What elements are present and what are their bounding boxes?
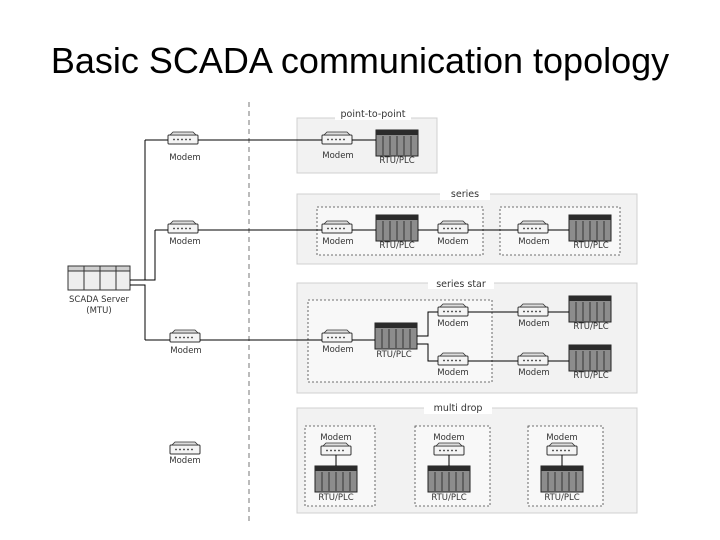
star-rtu-a-label: RTU/PLC xyxy=(573,322,608,332)
series-rtu-1 xyxy=(375,214,419,242)
multidrop-group-title: multi drop xyxy=(434,403,483,414)
p2p-rtu xyxy=(375,129,419,157)
md-modem-3-label: Modem xyxy=(546,433,577,443)
star-modem-a-label: Modem xyxy=(437,319,468,329)
server-sublabel: (MTU) xyxy=(86,306,111,316)
p2p-modem-label: Modem xyxy=(322,151,353,161)
left-modem-3 xyxy=(169,329,201,343)
left-modem-4 xyxy=(169,441,201,455)
p2p-modem xyxy=(321,131,353,145)
star-rtu-main-label: RTU/PLC xyxy=(376,350,411,360)
md-rtu-3-label: RTU/PLC xyxy=(544,493,579,503)
star-modem-b xyxy=(437,352,469,366)
left-modem-4-label: Modem xyxy=(169,456,200,466)
md-modem-2 xyxy=(433,442,465,456)
series-rtu-1-label: RTU/PLC xyxy=(379,241,414,251)
star-branch-b xyxy=(417,343,438,362)
star-modem-d-label: Modem xyxy=(518,368,549,378)
server-bus-lower xyxy=(130,284,146,340)
star-branch-a xyxy=(417,311,438,337)
md-rtu-2-label: RTU/PLC xyxy=(431,493,466,503)
series-rtu-2 xyxy=(568,214,612,242)
series-modem-3-label: Modem xyxy=(518,237,549,247)
series-modem-1 xyxy=(321,220,353,234)
server-bus-upper xyxy=(130,140,146,281)
series-modem-2-label: Modem xyxy=(437,237,468,247)
p2p-group-title: point-to-point xyxy=(340,109,405,120)
series-modem-2 xyxy=(437,220,469,234)
server-label: SCADA Server xyxy=(69,295,129,305)
scada-server xyxy=(67,265,131,291)
star-modem-main-label: Modem xyxy=(322,345,353,355)
series-rtu-2-label: RTU/PLC xyxy=(573,241,608,251)
star-rtu-a xyxy=(568,295,612,323)
p2p-rtu-label: RTU/PLC xyxy=(379,156,414,166)
star-modem-c xyxy=(517,303,549,317)
md-rtu-1 xyxy=(314,465,358,493)
series-modem-1-label: Modem xyxy=(322,237,353,247)
star-group-title: series star xyxy=(436,279,486,290)
md-rtu-2 xyxy=(427,465,471,493)
slide-title: Basic SCADA communication topology xyxy=(50,40,670,81)
left-modem-1-label: Modem xyxy=(169,153,200,163)
left-modem-1 xyxy=(167,131,199,145)
star-modem-b-label: Modem xyxy=(437,368,468,378)
md-modem-2-label: Modem xyxy=(433,433,464,443)
md-modem-3 xyxy=(546,442,578,456)
md-modem-1-label: Modem xyxy=(320,433,351,443)
left-modem-2-label: Modem xyxy=(169,237,200,247)
star-modem-a xyxy=(437,303,469,317)
md-modem-1 xyxy=(320,442,352,456)
star-rtu-main xyxy=(374,322,418,350)
star-rtu-b xyxy=(568,344,612,372)
star-modem-main xyxy=(321,329,353,343)
left-modem-3-label: Modem xyxy=(170,346,201,356)
star-modem-d xyxy=(517,352,549,366)
star-rtu-b-label: RTU/PLC xyxy=(573,371,608,381)
series-group-title: series xyxy=(451,189,479,200)
star-modem-c-label: Modem xyxy=(518,319,549,329)
md-rtu-1-label: RTU/PLC xyxy=(318,493,353,503)
series-modem-3 xyxy=(517,220,549,234)
server-bus-mid xyxy=(130,230,156,281)
left-modem-2 xyxy=(167,220,199,234)
md-rtu-3 xyxy=(540,465,584,493)
